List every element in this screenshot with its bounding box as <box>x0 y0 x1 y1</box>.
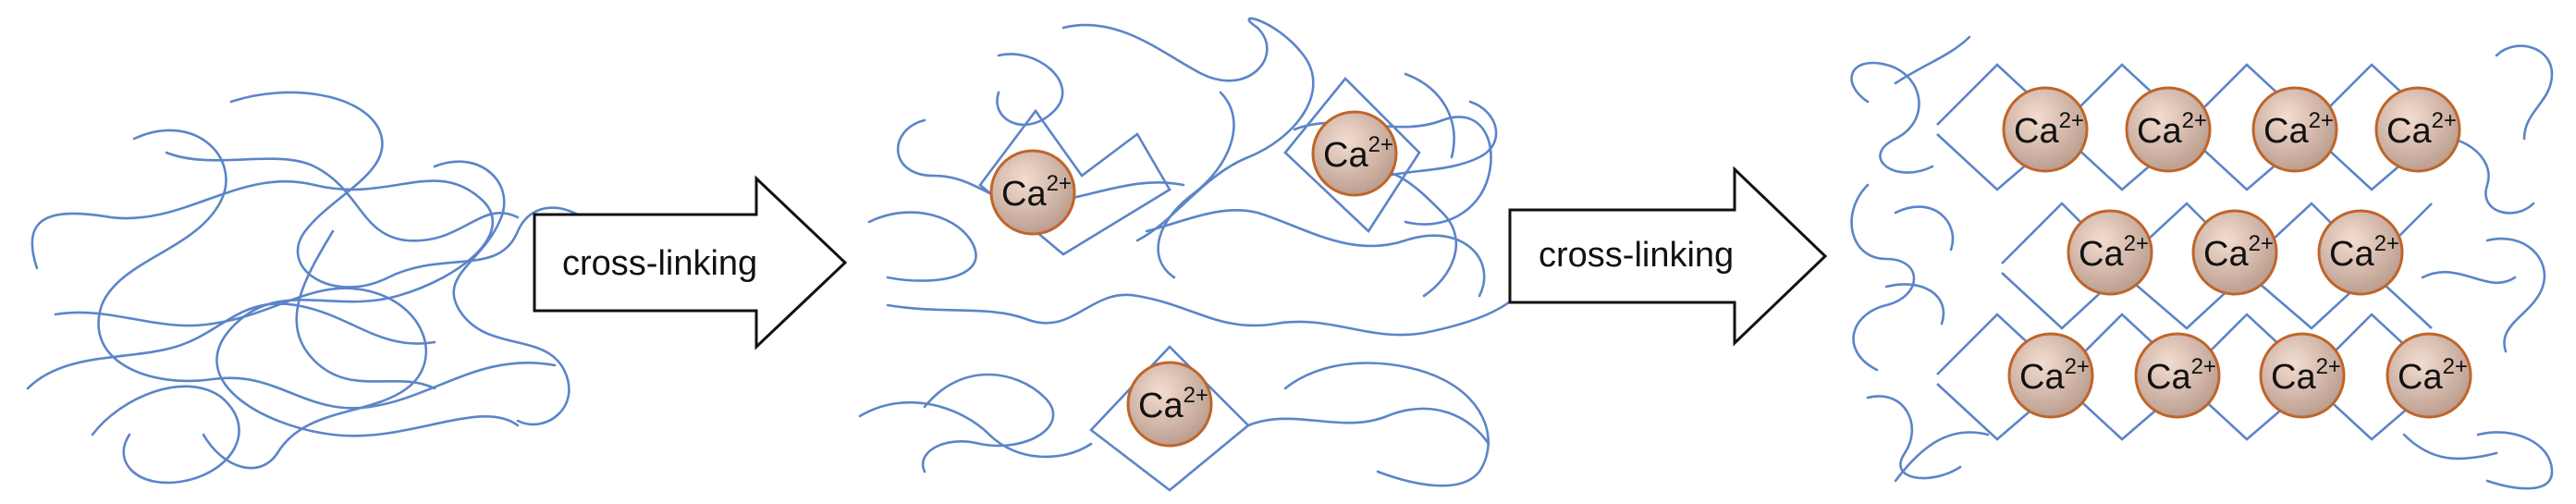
ion-stage2-1: Ca2+ <box>989 149 1076 236</box>
ion-stage3-r1-4: Ca2+ <box>2374 86 2461 173</box>
ion-stage3-r2-3-charge: 2+ <box>2374 231 2399 256</box>
crosslinking-arrow-2: cross-linking <box>1508 166 1828 347</box>
ion-stage3-r3-4-label: Ca <box>2398 358 2443 397</box>
stage-2-cage-2 <box>1283 77 1421 234</box>
svg-text:Ca2+: Ca2+ <box>1001 171 1072 214</box>
svg-text:Ca2+: Ca2+ <box>1323 132 1393 175</box>
ion-stage3-r1-4-charge: 2+ <box>2432 108 2457 133</box>
ion-stage3-r3-2-charge: 2+ <box>2191 354 2216 379</box>
ion-stage3-r2-3-label: Ca <box>2329 235 2374 274</box>
svg-text:Ca2+: Ca2+ <box>2386 108 2457 151</box>
svg-text:Ca2+: Ca2+ <box>2263 108 2334 151</box>
ion-stage3-r3-3: Ca2+ <box>2259 332 2346 419</box>
ion-stage3-r1-2-charge: 2+ <box>2182 108 2207 133</box>
ion-stage2-1-label: Ca <box>1001 175 1047 214</box>
ion-stage2-2-label: Ca <box>1323 136 1368 175</box>
stage-2-chains <box>858 17 1518 487</box>
ion-stage3-r2-1: Ca2+ <box>2067 209 2153 296</box>
svg-text:Ca2+: Ca2+ <box>2203 231 2274 274</box>
ion-stage2-3: Ca2+ <box>1126 361 1213 448</box>
arrow-2-label: cross-linking <box>1539 236 1734 275</box>
ion-stage3-r2-3: Ca2+ <box>2317 209 2404 296</box>
svg-text:Ca2+: Ca2+ <box>2014 108 2084 151</box>
svg-text:Ca2+: Ca2+ <box>1138 383 1208 425</box>
arrow-1-shape <box>533 175 848 350</box>
svg-text:Ca2+: Ca2+ <box>2079 231 2149 274</box>
ion-stage3-r2-1-label: Ca <box>2079 235 2124 274</box>
ion-stage3-r2-2-label: Ca <box>2203 235 2249 274</box>
ion-stage3-r2-2-charge: 2+ <box>2249 231 2274 256</box>
svg-text:Ca2+: Ca2+ <box>2146 354 2216 397</box>
arrow-1-label: cross-linking <box>562 244 757 283</box>
ion-stage2-3-label: Ca <box>1138 387 1184 425</box>
ion-stage3-r1-4-label: Ca <box>2386 112 2432 151</box>
ion-stage3-r1-3: Ca2+ <box>2251 86 2338 173</box>
ion-stage3-r3-4-charge: 2+ <box>2443 354 2468 379</box>
stage-1-linear-chains <box>26 91 612 485</box>
stage-2-cage-1 <box>978 108 1171 256</box>
stage-2-partial-crosslinked: Ca2+ Ca2+ Ca2+ <box>858 17 1518 492</box>
ion-stage3-r1-1-label: Ca <box>2014 112 2059 151</box>
ion-stage2-3-charge: 2+ <box>1184 383 1208 408</box>
ion-stage3-r3-4: Ca2+ <box>2386 332 2472 419</box>
ion-stage3-r1-2: Ca2+ <box>2125 86 2212 173</box>
ion-stage2-2-charge: 2+ <box>1368 132 1393 157</box>
ion-stage3-r3-3-label: Ca <box>2271 358 2316 397</box>
ion-stage3-r2-1-charge: 2+ <box>2124 231 2149 256</box>
stage-3-full-crosslinked: Ca2+ Ca2+ Ca2+ Ca2+ Ca2+ Ca2+ Ca2+ <box>1850 35 2554 490</box>
svg-text:Ca2+: Ca2+ <box>2398 354 2468 397</box>
ion-stage3-r3-1-label: Ca <box>2019 358 2065 397</box>
ion-stage2-1-charge: 2+ <box>1047 171 1072 196</box>
ion-stage3-r2-2: Ca2+ <box>2191 209 2278 296</box>
ion-stage2-2: Ca2+ <box>1311 110 1398 197</box>
arrow-2-shape <box>1508 166 1828 347</box>
svg-text:Ca2+: Ca2+ <box>2019 354 2090 397</box>
ion-stage3-r1-2-label: Ca <box>2137 112 2182 151</box>
ion-stage3-r1-1: Ca2+ <box>2002 86 2089 173</box>
ion-stage3-r3-2-label: Ca <box>2146 358 2191 397</box>
ion-stage3-r1-3-charge: 2+ <box>2309 108 2334 133</box>
ion-stage3-r3-3-charge: 2+ <box>2316 354 2341 379</box>
svg-text:Ca2+: Ca2+ <box>2137 108 2207 151</box>
crosslinking-arrow-1: cross-linking <box>533 175 848 350</box>
ion-stage3-r1-3-label: Ca <box>2263 112 2309 151</box>
ion-stage3-r3-2: Ca2+ <box>2134 332 2221 419</box>
ion-stage3-r1-1-charge: 2+ <box>2059 108 2084 133</box>
svg-text:Ca2+: Ca2+ <box>2271 354 2341 397</box>
svg-text:Ca2+: Ca2+ <box>2329 231 2399 274</box>
ion-stage3-r3-1: Ca2+ <box>2007 332 2094 419</box>
ion-stage3-r3-1-charge: 2+ <box>2065 354 2090 379</box>
